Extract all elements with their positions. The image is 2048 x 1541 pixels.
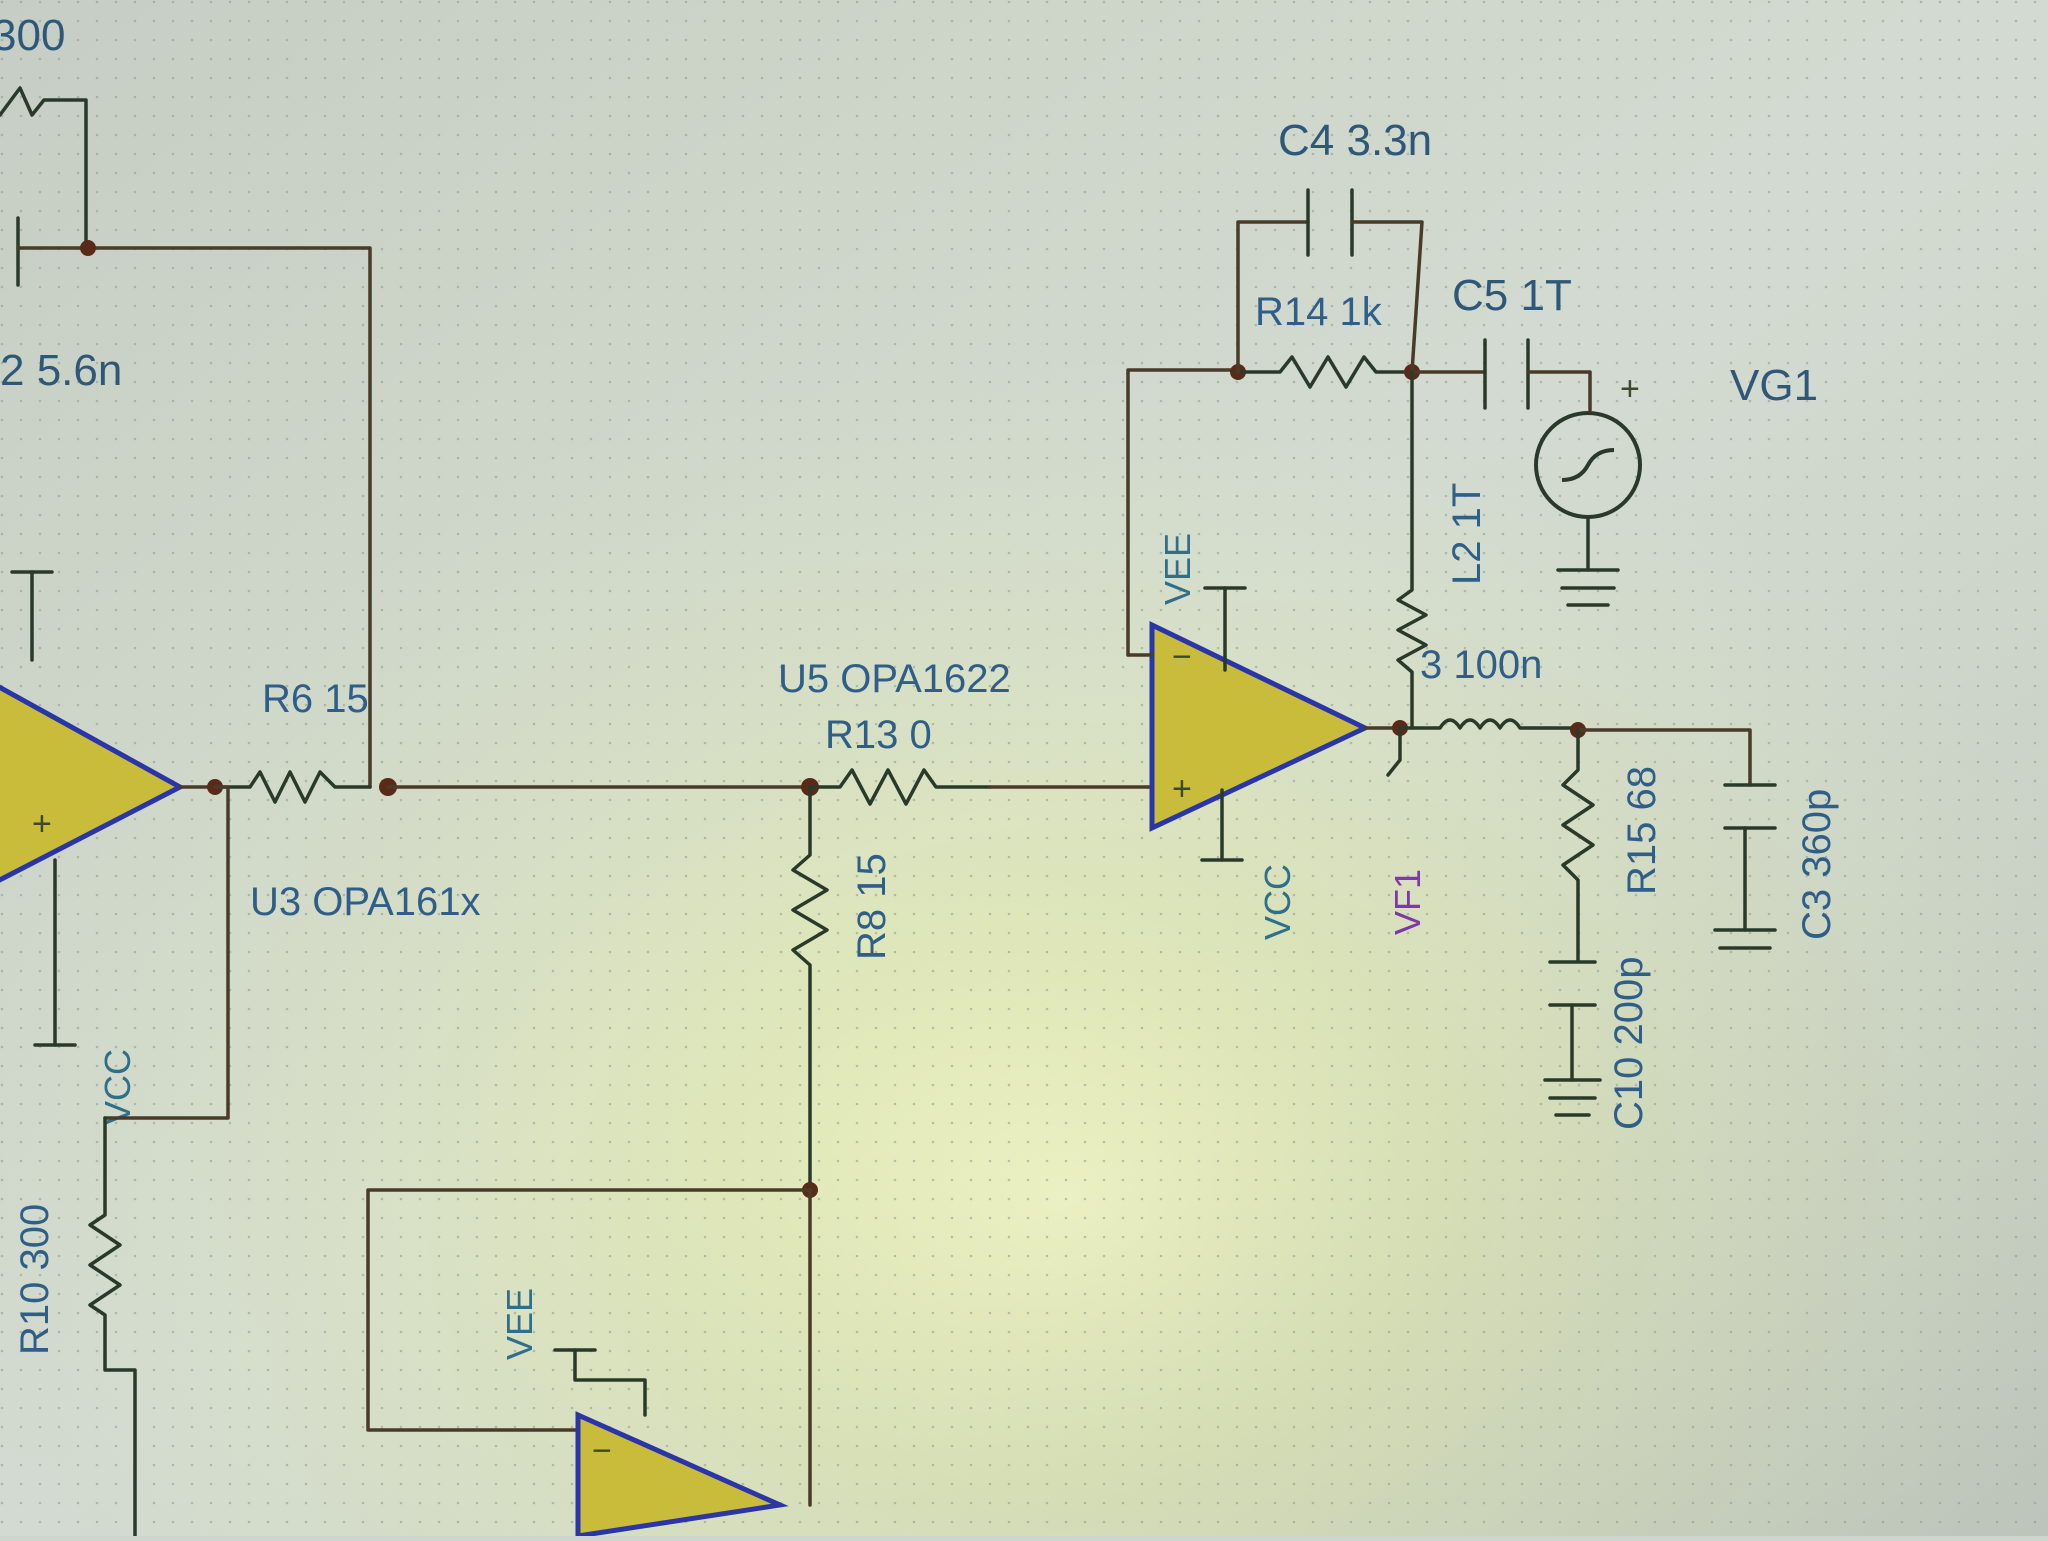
r14-label: R14 1k (1255, 290, 1383, 334)
r10-label: R10 300 (13, 1204, 57, 1355)
vf1-label: VF1 (1387, 869, 1428, 935)
bottom-opamp-minus: − (592, 1432, 612, 1470)
u5-vcc-label: VCC (1257, 864, 1298, 940)
c5-label: C5 1T (1452, 271, 1572, 320)
c4-label: C4 3.3n (1278, 116, 1432, 165)
r8-resistor[interactable] (791, 785, 829, 1192)
c10-label: C10 200p (1607, 957, 1651, 1130)
vg1-plus-sign: + (1620, 370, 1640, 408)
r13-label: R13 0 (825, 713, 932, 757)
l2-inductor[interactable] (1396, 370, 1428, 730)
l3-inductor[interactable] (1398, 718, 1580, 730)
u3-plus-sign: + (32, 805, 52, 843)
bottom-opamp-vee-label: VEE (499, 1288, 540, 1360)
r15-label: R15 68 (1620, 766, 1664, 895)
bottom-opamp-body[interactable] (575, 1411, 789, 1539)
node-c2[interactable] (80, 240, 96, 256)
r13-resistor[interactable] (808, 768, 992, 806)
u3-opamp-body[interactable] (0, 682, 186, 885)
u5-vee-label: VEE (1157, 533, 1198, 605)
u3-vcc-label: VCC (97, 1049, 138, 1125)
r6-label: R6 15 (262, 677, 369, 721)
c4-left-wire (1236, 220, 1310, 374)
r6-resistor[interactable] (213, 770, 372, 804)
u5-opamp-body[interactable] (1149, 621, 1371, 832)
vg1-label: VG1 (1730, 361, 1818, 410)
u3-label: U3 OPA161x (250, 880, 481, 924)
output-wire (1576, 728, 1752, 787)
u5-feedback-wire (1126, 368, 1240, 657)
c3-label: C3 360p (1795, 789, 1839, 940)
r10-resistor[interactable] (88, 1116, 137, 1538)
u5-plus-sign: + (1172, 770, 1192, 808)
r14-resistor[interactable] (1236, 355, 1414, 389)
c2-label: 2 5.6n (0, 346, 122, 395)
r15-resistor[interactable] (1561, 728, 1595, 962)
r-top-resistor[interactable] (0, 86, 88, 250)
c5-right-wire (1526, 370, 1592, 412)
bottom-feedback-wire (366, 1188, 812, 1432)
r8-label: R8 15 (850, 853, 894, 960)
vf1-probe-icon[interactable] (1386, 726, 1402, 777)
u3-feedback-wire (103, 785, 230, 1120)
bottom-opamp-vee-pin (573, 1348, 647, 1417)
r-top-label: 300 (0, 11, 65, 60)
c4-right-wire (1350, 220, 1424, 374)
u5-minus-sign: − (1172, 638, 1192, 676)
l3-label: 3 100n (1420, 643, 1542, 687)
u5-label: U5 OPA1622 (778, 657, 1011, 701)
c2-feedback-wire (16, 246, 372, 789)
l2-label: L2 1T (1445, 483, 1489, 585)
vg1-source-wave-icon (1561, 448, 1615, 482)
